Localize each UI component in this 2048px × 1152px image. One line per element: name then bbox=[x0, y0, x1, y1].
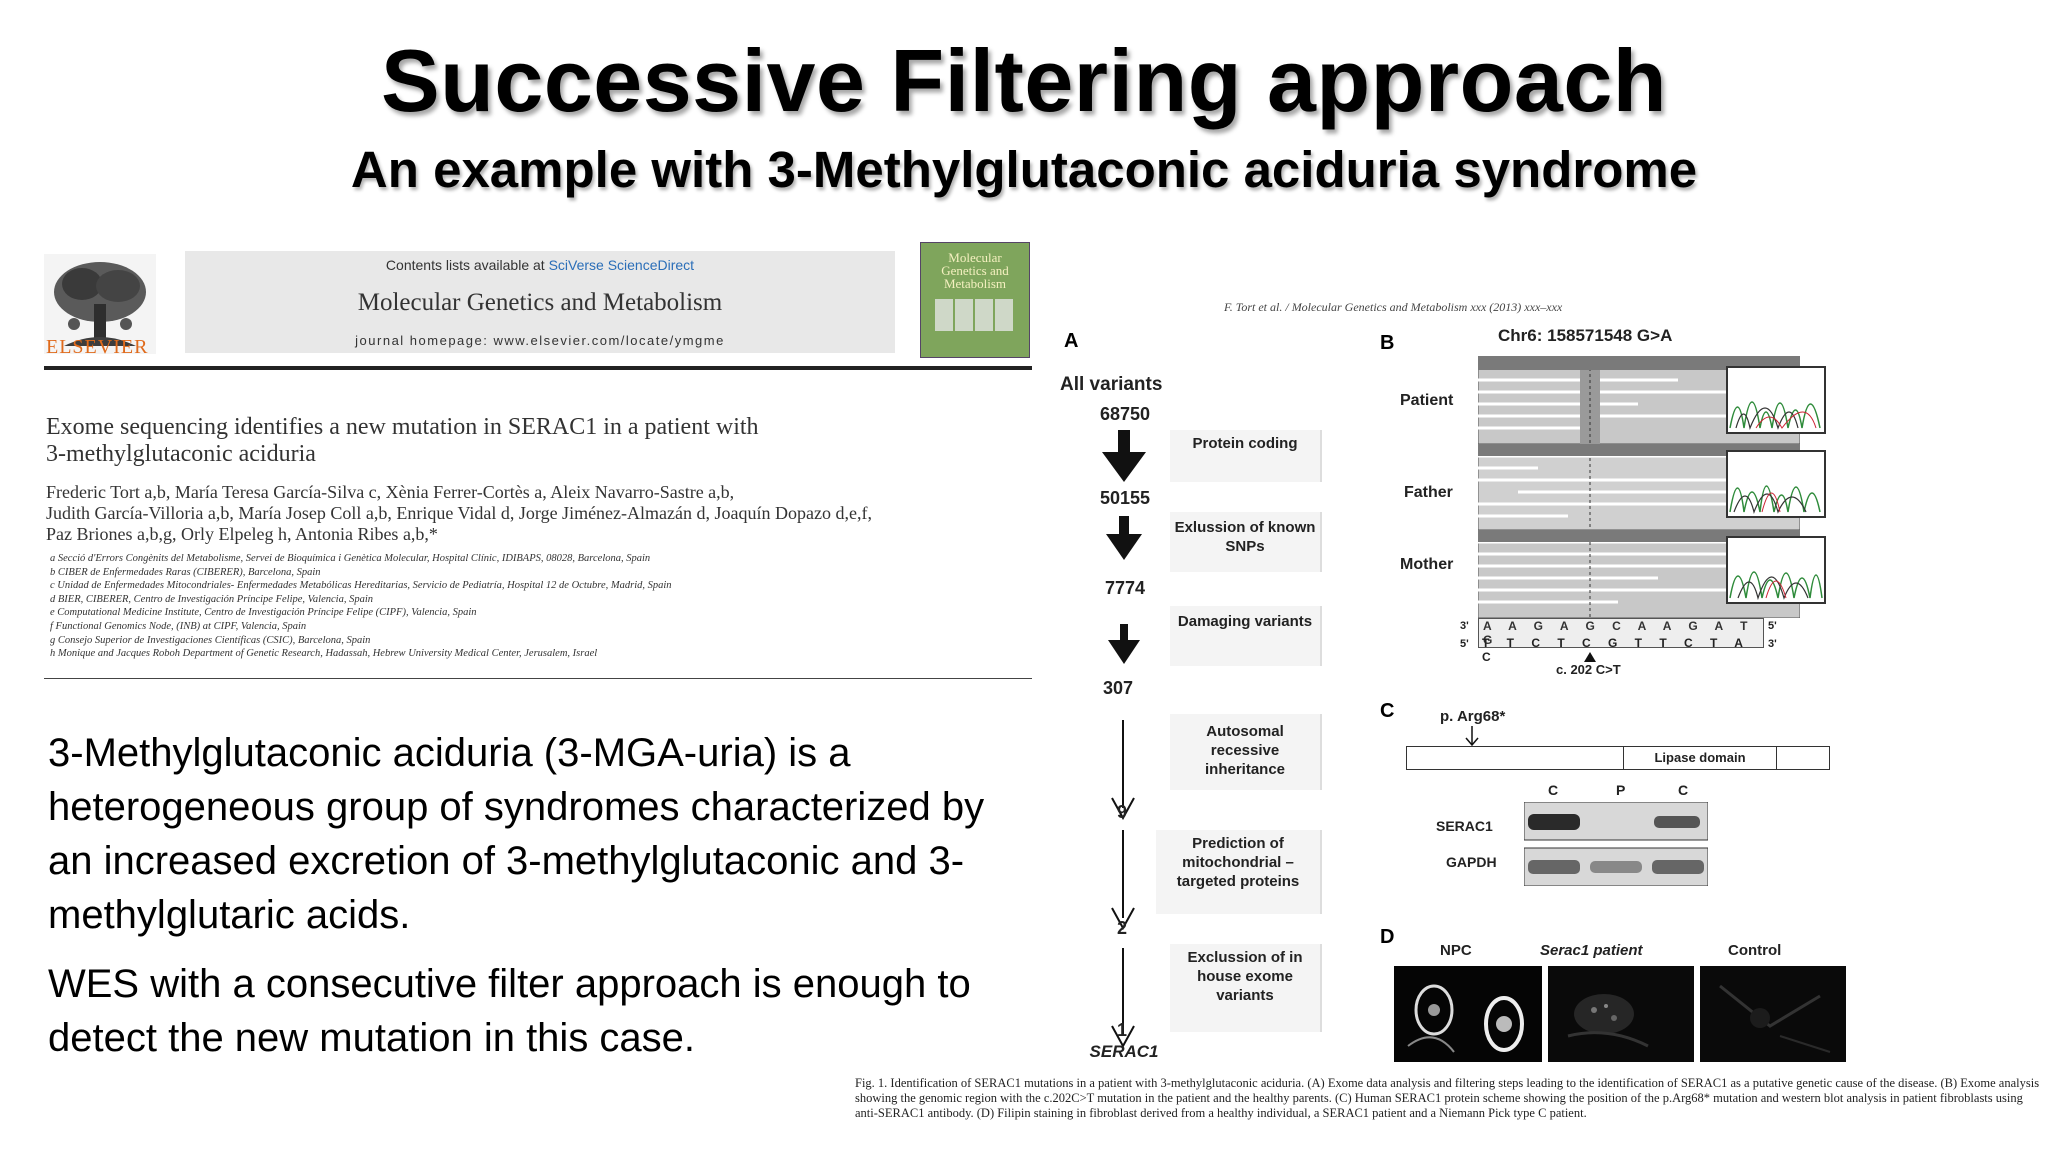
affiliation-list: a Secció d'Errors Congènits del Metaboli… bbox=[50, 552, 1030, 661]
variant-count: 1 bbox=[1116, 1020, 1127, 1040]
author-line: Paz Briones a,b,g, Orly Elpeleg h, Anton… bbox=[46, 524, 438, 544]
affiliation: e Computational Medicine Institute, Cent… bbox=[50, 607, 477, 619]
figure-caption: Fig. 1. Identification of SERAC1 mutatio… bbox=[855, 1076, 2040, 1120]
blot-label-serac1: SERAC1 bbox=[1436, 818, 1493, 834]
micrograph-control bbox=[1700, 966, 1846, 1062]
lipase-domain: Lipase domain bbox=[1623, 747, 1777, 769]
panel-a-letter: A bbox=[1064, 330, 1079, 352]
lane-label: C bbox=[1548, 782, 1559, 798]
thin-down-arrow-icon bbox=[1111, 948, 1135, 1048]
track-label-father: Father bbox=[1404, 484, 1453, 501]
panel-c-letter: C bbox=[1380, 700, 1395, 722]
header-rule bbox=[44, 366, 1032, 370]
track-label-mother: Mother bbox=[1400, 556, 1454, 573]
chromatogram-patient bbox=[1726, 366, 1826, 434]
sequence-top-strand: A A G A G C A A G A T G bbox=[1478, 618, 1764, 648]
locus-label: Chr6: 158571548 G>A bbox=[1498, 326, 1673, 345]
journal-banner: Contents lists available at SciVerse Sci… bbox=[185, 251, 895, 353]
affiliation: b CIBER de Enfermedades Raras (CIBERER),… bbox=[50, 566, 321, 578]
thin-down-arrow-icon bbox=[1111, 830, 1135, 930]
affiliation: g Consejo Superior de Investigaciones Ci… bbox=[50, 634, 371, 646]
chromatogram-father bbox=[1726, 450, 1826, 518]
thin-down-arrow-icon bbox=[1111, 720, 1135, 820]
contents-prefix: Contents lists available at bbox=[385, 257, 549, 273]
affiliation: d BIER, CIBERER, Centro de Investigación… bbox=[50, 593, 373, 605]
filter-step: Prediction of mitochondrial –targeted pr… bbox=[1156, 830, 1322, 914]
micrograph-npc bbox=[1394, 966, 1542, 1062]
filter-step: Protein coding bbox=[1170, 430, 1322, 482]
elsevier-tree-logo-icon bbox=[44, 254, 156, 354]
western-blot bbox=[1524, 802, 1708, 886]
variant-count: 50155 bbox=[1099, 488, 1151, 508]
slide-subtitle: An example with 3-Methylglutaconic acidu… bbox=[350, 141, 1698, 198]
article-header: ELSEVIER Contents lists available at Sci… bbox=[40, 236, 1032, 682]
image-label-npc: NPC bbox=[1440, 942, 1472, 959]
body-paragraph-1: 3-Methylglutaconic aciduria (3-MGA-uria)… bbox=[48, 731, 985, 937]
track-label-patient: Patient bbox=[1400, 392, 1454, 409]
author-line: Judith García-Villoria a,b, María Josep … bbox=[46, 503, 872, 523]
filter-step: Damaging variants bbox=[1170, 606, 1322, 666]
variant-count: 9 bbox=[1116, 802, 1127, 822]
article-rule bbox=[44, 678, 1032, 679]
protein-scheme: Lipase domain bbox=[1406, 746, 1830, 770]
micrograph-serac1-patient bbox=[1548, 966, 1694, 1062]
thick-down-arrow-icon bbox=[1102, 430, 1146, 482]
variant-count: 307 bbox=[1102, 678, 1134, 698]
journal-name: Molecular Genetics and Metabolism bbox=[357, 289, 723, 316]
journal-homepage: journal homepage: www.elsevier.com/locat… bbox=[355, 333, 725, 348]
cover-graphic bbox=[935, 299, 1015, 331]
mutation-label: c. 202 C>T bbox=[1556, 662, 1621, 677]
body-paragraph-2: WES with a consecutive filter approach i… bbox=[48, 962, 971, 1060]
article-title-line: Exome sequencing identifies a new mutati… bbox=[46, 414, 759, 440]
affiliation: h Monique and Jacques Roboh Department o… bbox=[50, 648, 598, 660]
image-label-control: Control bbox=[1728, 942, 1782, 959]
affiliation: a Secció d'Errors Congènits del Metaboli… bbox=[50, 553, 651, 564]
author-line: Frederic Tort a,b, María Teresa García-S… bbox=[46, 482, 735, 502]
mutation-pointer-icon bbox=[1584, 652, 1596, 662]
seq-end-3prime-top: 3' bbox=[1460, 620, 1469, 632]
publisher-name: ELSEVIER bbox=[46, 336, 149, 358]
cover-title: Molecular Genetics and Metabolism bbox=[941, 250, 1009, 291]
variant-count: 2 bbox=[1116, 918, 1127, 938]
panel-b-letter: B bbox=[1380, 332, 1395, 354]
contents-line: Contents lists available at SciVerse Sci… bbox=[185, 257, 895, 273]
variant-count: 7774 bbox=[1104, 578, 1146, 598]
filter-step: Autosomal recessive inheritance bbox=[1170, 714, 1322, 790]
variant-count: 68750 bbox=[1099, 404, 1151, 424]
figure-1: F. Tort et al. / Molecular Genetics and … bbox=[855, 290, 2048, 1150]
blot-label-gapdh: GAPDH bbox=[1446, 854, 1497, 870]
lane-label: C bbox=[1678, 782, 1689, 798]
article-title-line: 3-methylglutaconic aciduria bbox=[46, 441, 316, 467]
protein-mutation-label: p. Arg68* bbox=[1440, 708, 1506, 725]
panel-d-letter: D bbox=[1380, 926, 1395, 948]
sequence-bottom-strand: T T C T C G T T C T A C bbox=[1482, 636, 1750, 664]
figure-running-header: F. Tort et al. / Molecular Genetics and … bbox=[1224, 300, 1563, 314]
slide-title: Successive Filtering approach bbox=[380, 31, 1668, 130]
journal-cover-image: Molecular Genetics and Metabolism bbox=[920, 242, 1030, 358]
thick-down-arrow-icon bbox=[1108, 624, 1140, 664]
filter-step: Exclussion of in house exome variants bbox=[1170, 944, 1322, 1032]
protein-mutation-arrow-icon bbox=[1465, 726, 1479, 746]
article-title: Exome sequencing identifies a new mutati… bbox=[46, 414, 1006, 468]
seq-end-5prime-bottom: 5' bbox=[1460, 638, 1469, 650]
seq-end-3prime-bottom: 3' bbox=[1768, 638, 1777, 650]
chromatogram-mother bbox=[1726, 536, 1826, 604]
lane-label: P bbox=[1616, 782, 1626, 798]
sciencedirect-link[interactable]: SciVerse ScienceDirect bbox=[548, 257, 695, 273]
panel-a-heading: All variants bbox=[1060, 374, 1163, 395]
author-list: Frederic Tort a,b, María Teresa García-S… bbox=[46, 482, 1036, 545]
seq-end-5prime-top: 5' bbox=[1768, 620, 1777, 632]
image-label-patient: Serac1 patient bbox=[1540, 942, 1643, 959]
affiliation: c Unidad de Enfermedades Mitocondriales-… bbox=[50, 580, 672, 592]
final-gene-label: SERAC1 bbox=[1089, 1042, 1159, 1061]
filter-step: Exlussion of known SNPs bbox=[1170, 512, 1322, 572]
affiliation: f Functional Genomics Node, (INB) at CIP… bbox=[50, 620, 307, 632]
thick-down-arrow-icon bbox=[1106, 516, 1142, 560]
